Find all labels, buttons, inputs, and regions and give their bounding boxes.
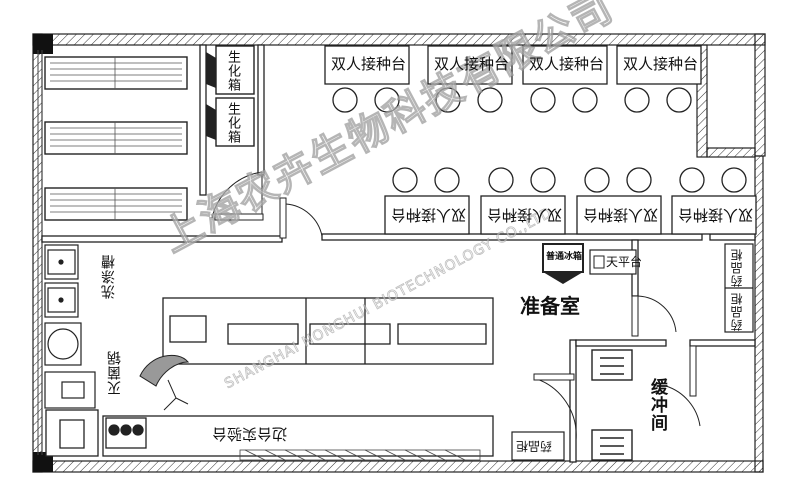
lab-bench-label: 边台实验台 [212,425,288,443]
double-bench-label: 双人接种台 [529,55,605,73]
rack-shelves [50,57,182,220]
balance-table-label: 天平台 [606,255,643,269]
shoe-lockers [591,349,633,461]
lab-bench [45,409,494,457]
double-bench [480,195,566,235]
person-figure [139,354,190,411]
stool [572,87,598,113]
double-bench [522,45,608,85]
double-bench-label: 双人接种台 [583,206,659,224]
sterilizer [44,322,96,409]
fridge [542,243,584,284]
double-bench [324,45,410,85]
buffer-room-label: 缓冲间 [647,378,667,432]
sterilizer-label: 灭菌锅 [107,350,123,395]
biosafety-cabinet-label: 生化箱 [225,102,240,144]
double-bench-label: 双人接种台 [391,206,467,224]
stool [721,167,747,193]
double-bench [427,45,513,85]
stool [374,87,400,113]
double-bench-label: 双人接种台 [331,55,407,73]
stool [624,87,650,113]
double-bench [576,195,662,235]
storage-racks [44,56,188,221]
stool [332,87,358,113]
prep-room-label: 准备室 [520,294,580,318]
stool [488,167,514,193]
double-bench [616,45,702,85]
central-island [162,297,494,365]
stool [584,167,610,193]
floor-grate [239,449,481,461]
double-bench-label: 双人接种台 [678,206,754,224]
bench-row-bottom [384,167,757,235]
medicine-cabinet [511,243,754,461]
buffer-doors [533,295,701,441]
corner-column [33,34,53,54]
double-bench-label: 双人接种台 [434,55,510,73]
balance-box [593,255,605,269]
stool [626,167,652,193]
double-bench [384,195,470,235]
stool [666,87,692,113]
stool [679,167,705,193]
stool [392,167,418,193]
corner-column [33,452,53,472]
double-bench-label: 双人接种台 [487,206,563,224]
biosafety-cabinet-label: 生化箱 [225,50,240,92]
medicine-cabinet-label: 药品柜 [730,292,744,331]
fridge-label: 普通冰箱 [546,252,583,262]
biosafety-cabinet [206,45,255,147]
wash-sink [44,244,79,318]
medicine-cabinet-label: 药品柜 [516,439,553,453]
stool [477,87,503,113]
stool [530,87,556,113]
stool [530,167,556,193]
stool [434,167,460,193]
medicine-cabinet-label: 药品柜 [730,248,744,287]
window-line [37,50,43,455]
double-bench [671,195,757,235]
double-bench-label: 双人接种台 [623,55,699,73]
door-swing [211,171,323,239]
wash-sink-label: 洗涤槽 [101,254,117,299]
stool [435,87,461,113]
bench-row-top [324,45,702,113]
